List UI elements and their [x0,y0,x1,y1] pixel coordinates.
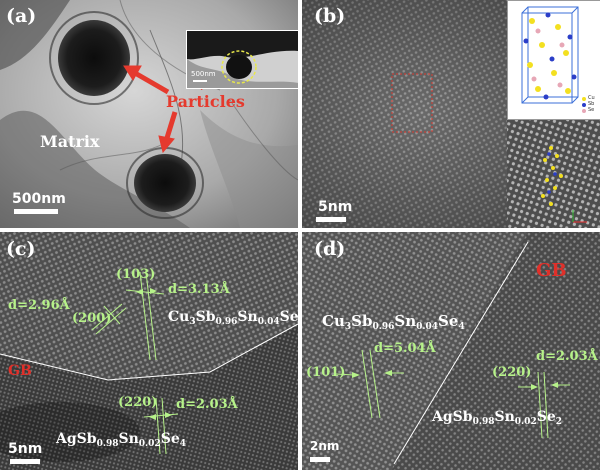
panel-c-label: (c) [6,238,36,260]
simulated-lattice-image [507,120,600,228]
hkl-101: (101) [306,365,346,380]
scale-label-a: 500nm [12,191,66,207]
panel-a: 500nm (a) Matrix Particles 500nm [0,0,298,228]
panel-d-image [302,232,600,470]
scale-label-d: 2nm [310,439,340,453]
crystal-structure-image [521,6,586,113]
panel-b: Cu Sb Se (b) 5nm [302,0,600,228]
grain-boundary-line-d [393,241,529,465]
inset-image [187,31,298,88]
panel-c-image [0,232,298,470]
crystal-structure-inset: Cu Sb Se [507,0,600,120]
particle-1 [58,20,130,96]
grain-boundary-line-c [0,323,298,381]
grain-boundary-label-c: GB [8,363,32,379]
d-spacing-103: d=3.13Å [168,282,230,297]
panel-b-label: (b) [314,5,346,27]
phase-label-top-d: Cu3Sb0.96Sn0.04Se4 [322,312,465,332]
fringe-markers-c [91,271,179,455]
crystal-legend-cu: Cu [588,95,595,101]
d-spacing-101: d=5.04Å [374,341,436,356]
d-spacing-220-d: d=2.03Å [536,349,598,364]
scale-bar-a [14,209,58,214]
particle-2 [134,154,196,212]
crystal-legend-sb: Sb [588,101,595,107]
fringe-markers-d [361,349,549,439]
panel-d-label: (d) [314,238,346,260]
scale-bar-d [310,457,330,462]
panel-a-label: (a) [6,5,37,27]
panel-a-inset: 500nm [186,30,298,89]
crystal-legend-se: Se [588,107,595,113]
phase-label-bottom-d: AgSb0.98Sn0.02Se2 [432,409,562,427]
particles-label: Particles [166,92,245,111]
scale-bar-b [316,217,346,222]
hkl-200: (200) [72,311,112,326]
panel-c: (c) (103) d=3.13Å d=2.96Å (200) Cu3Sb0.9… [0,232,298,470]
hkl-220-d: (220) [492,365,532,380]
matrix-label: Matrix [40,132,100,151]
d-spacing-220-c: d=2.03Å [176,397,238,412]
panel-d: (d) GB Cu3Sb0.96Sn0.04Se4 d=5.04Å (101) … [302,232,600,470]
scale-bar-c [10,459,40,464]
phase-label-top-c: Cu3Sb0.96Sn0.04Se4 [168,309,298,327]
d-spacing-200: d=2.96Å [8,298,70,313]
scale-label-c: 5nm [8,441,43,457]
hkl-103: (103) [116,267,156,282]
hkl-220-c: (220) [118,395,158,410]
selection-box [391,73,433,133]
simulated-lattice-inset [507,120,600,228]
phase-label-bottom-c: AgSb0.98Sn0.02Se4 [56,431,186,449]
grain-boundary-label-d: GB [536,260,567,281]
scale-label-b: 5nm [318,199,353,215]
inset-scale-label: 500nm [191,70,216,78]
